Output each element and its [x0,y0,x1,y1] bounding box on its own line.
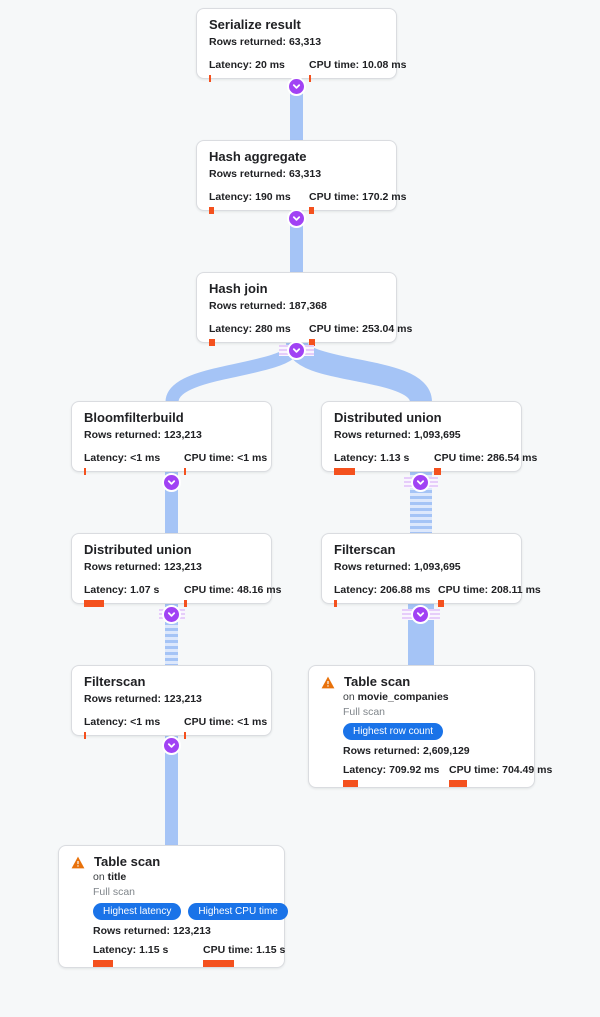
metrics-row: Latency: 280 ms CPU time: 253.04 ms [209,323,412,346]
edge-filterscan-left-to-table-scan [165,736,178,846]
plan-node-hash-aggregate[interactable]: Hash aggregate Rows returned: 63,313 Lat… [196,140,406,214]
cpu-bar [309,207,314,214]
node-title: Table scan [344,674,411,689]
rows-returned: Rows returned: 1,093,695 [334,561,461,573]
plan-node-filterscan-right[interactable]: Filterscan Rows returned: 1,093,695 Late… [321,533,541,607]
metrics-row: Latency: 20 ms CPU time: 10.08 ms [209,59,406,82]
warning-icon [71,856,85,868]
cpu-metric: CPU time: <1 ms [184,716,268,728]
warning-icon [321,676,335,688]
badge-highest-row-count: Highest row count [343,723,444,740]
rows-returned: Rows returned: 2,609,129 [343,745,470,757]
node-title: Distributed union [334,410,442,425]
cpu-bar [309,75,311,82]
rows-returned: Rows returned: 123,213 [84,429,202,441]
latency-bar [84,600,104,607]
plan-node-distributed-union-right[interactable]: Distributed union Rows returned: 1,093,6… [321,401,537,475]
on-table: on title [93,871,127,883]
latency-metric: Latency: 20 ms [209,59,285,71]
cpu-metric: CPU time: 1.15 s [203,944,286,956]
metrics-row: Latency: <1 ms CPU time: <1 ms [84,452,267,475]
collapse-chevron-distributed-union-left[interactable] [162,605,181,624]
node-title: Serialize result [209,17,301,32]
latency-bar [209,339,215,346]
rows-returned: Rows returned: 187,368 [209,300,327,312]
metrics-row: Latency: <1 ms CPU time: <1 ms [84,716,267,739]
latency-metric: Latency: <1 ms [84,716,161,728]
latency-bar [84,468,86,475]
cpu-metric: CPU time: <1 ms [184,452,268,464]
scan-type: Full scan [343,706,386,718]
collapse-chevron-filterscan-left[interactable] [162,736,181,755]
latency-bar [93,960,113,967]
rows-returned: Rows returned: 63,313 [209,168,322,180]
badge-highest-latency: Highest latency [93,903,182,920]
node-title: Distributed union [84,542,192,557]
collapse-chevron-serialize-result[interactable] [287,77,306,96]
node-title: Filterscan [334,542,396,557]
plan-node-bloomfilterbuild[interactable]: Bloomfilterbuild Rows returned: 123,213 … [71,401,272,475]
latency-bar [209,75,211,82]
cpu-metric: CPU time: 10.08 ms [309,59,407,71]
cpu-bar [203,960,234,967]
latency-metric: Latency: 206.88 ms [334,584,431,596]
rows-returned: Rows returned: 63,313 [209,36,322,48]
metrics-row: Latency: 190 ms CPU time: 170.2 ms [209,191,406,214]
cpu-bar [434,468,441,475]
plan-node-serialize-result[interactable]: Serialize result Rows returned: 63,313 L… [196,8,406,82]
metrics-row: Latency: 1.07 s CPU time: 48.16 ms [84,584,281,607]
cpu-bar [184,600,187,607]
cpu-bar [309,339,315,346]
latency-bar [334,600,337,607]
node-title: Hash join [209,281,268,296]
collapse-chevron-hash-aggregate[interactable] [287,209,306,228]
plan-node-distributed-union-left[interactable]: Distributed union Rows returned: 123,213… [71,533,281,607]
node-title: Table scan [94,854,161,869]
node-title: Bloomfilterbuild [84,410,184,425]
latency-bar [343,780,358,787]
on-table: on movie_companies [343,691,449,703]
latency-metric: Latency: 1.07 s [84,584,160,596]
cpu-bar [438,600,444,607]
collapse-chevron-bloomfilterbuild[interactable] [162,473,181,492]
cpu-bar [184,468,186,475]
plan-node-table-scan-movie-companies[interactable]: Table scan on movie_companies Full scan … [308,665,552,788]
plan-node-table-scan-title[interactable]: Table scan on title Full scan Highest la… [58,845,288,968]
plan-node-hash-join[interactable]: Hash join Rows returned: 187,368 Latency… [196,272,412,346]
latency-metric: Latency: 190 ms [209,191,291,203]
collapse-chevron-distributed-union-right[interactable] [411,473,430,492]
cpu-metric: CPU time: 208.11 ms [438,584,541,596]
plan-node-filterscan-left[interactable]: Filterscan Rows returned: 123,213 Latenc… [71,665,272,739]
metrics-row: Latency: 1.15 s CPU time: 1.15 s [93,944,285,967]
metrics-row: Latency: 206.88 ms CPU time: 208.11 ms [334,584,541,607]
cpu-metric: CPU time: 48.16 ms [184,584,282,596]
latency-metric: Latency: 709.92 ms [343,764,440,776]
collapse-chevron-filterscan-right[interactable] [411,605,430,624]
rows-returned: Rows returned: 123,213 [84,561,202,573]
latency-bar [209,207,214,214]
scan-type: Full scan [93,886,136,898]
latency-metric: Latency: 1.15 s [93,944,169,956]
latency-metric: Latency: 1.13 s [334,452,410,464]
latency-metric: Latency: <1 ms [84,452,161,464]
node-title: Hash aggregate [209,149,307,164]
latency-metric: Latency: 280 ms [209,323,291,335]
rows-returned: Rows returned: 1,093,695 [334,429,461,441]
node-title: Filterscan [84,674,146,689]
collapse-chevron-hash-join[interactable] [287,341,306,360]
latency-bar [334,468,355,475]
latency-bar [84,732,86,739]
metrics-row: Latency: 1.13 s CPU time: 286.54 ms [334,452,537,475]
cpu-metric: CPU time: 253.04 ms [309,323,413,335]
rows-returned: Rows returned: 123,213 [93,925,211,937]
cpu-bar [184,732,186,739]
rows-returned: Rows returned: 123,213 [84,693,202,705]
metrics-row: Latency: 709.92 ms CPU time: 704.49 ms [343,764,552,787]
cpu-bar [449,780,467,787]
cpu-metric: CPU time: 704.49 ms [449,764,553,776]
cpu-metric: CPU time: 170.2 ms [309,191,407,203]
badge-highest-cpu-time: Highest CPU time [188,903,288,920]
cpu-metric: CPU time: 286.54 ms [434,452,538,464]
